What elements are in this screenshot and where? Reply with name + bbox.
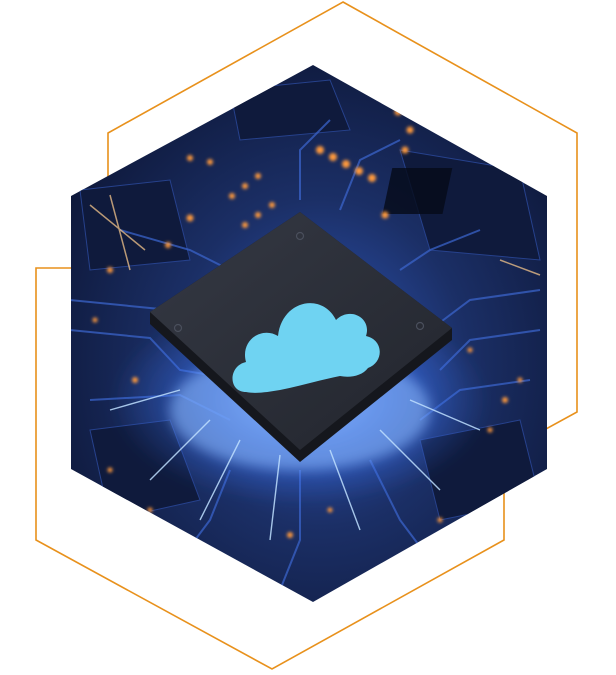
processor-chip: [150, 212, 452, 462]
light-streaks: [89, 194, 541, 276]
grid-component: [382, 168, 453, 214]
circuit-board-image: [71, 65, 547, 602]
cloud-icon: [232, 303, 380, 393]
light-rays: [109, 389, 481, 541]
